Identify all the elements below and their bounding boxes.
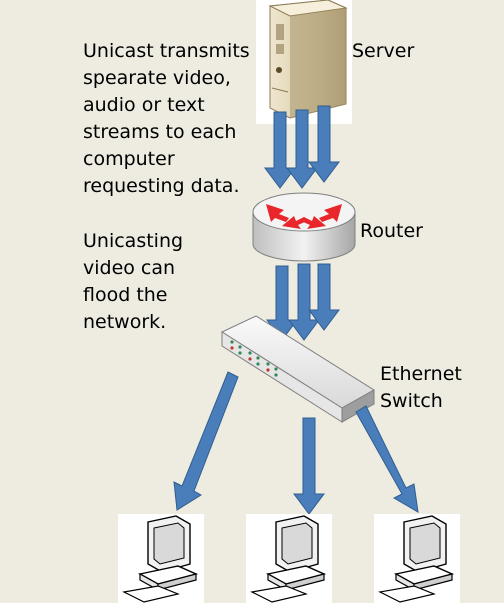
switch-label-line2: Switch (380, 390, 443, 412)
unicast-line: Unicast transmits (83, 40, 250, 62)
switch-label: Ethernet Switch (380, 361, 462, 415)
flood-line: network. (83, 311, 167, 333)
server-router-arrows (264, 105, 340, 189)
server-icon (256, 0, 352, 124)
unicast-line: streams to each (83, 121, 237, 143)
router-switch-arrows (266, 263, 340, 341)
computer-icon (246, 514, 332, 603)
flood-line: Unicasting (83, 230, 184, 252)
unicast-description: Unicast transmits spearate video, audio … (83, 38, 250, 200)
flood-line: video can (83, 257, 176, 279)
computer-icon (374, 514, 460, 603)
router-label: Router (360, 220, 423, 242)
unicast-line: spearate video, (83, 67, 231, 89)
flood-line: flood the (83, 284, 168, 306)
unicast-line: audio or text (83, 94, 205, 116)
computer-icon (118, 514, 204, 603)
switch-computer-arrows (173, 371, 419, 515)
flood-description: Unicasting video can flood the network. (83, 228, 183, 336)
router-icon (252, 192, 356, 262)
server-label: Server (352, 40, 415, 62)
unicast-line: computer (83, 148, 175, 170)
switch-label-line1: Ethernet (380, 363, 462, 385)
unicast-line: requesting data. (83, 175, 240, 197)
switch-icon (220, 315, 375, 423)
